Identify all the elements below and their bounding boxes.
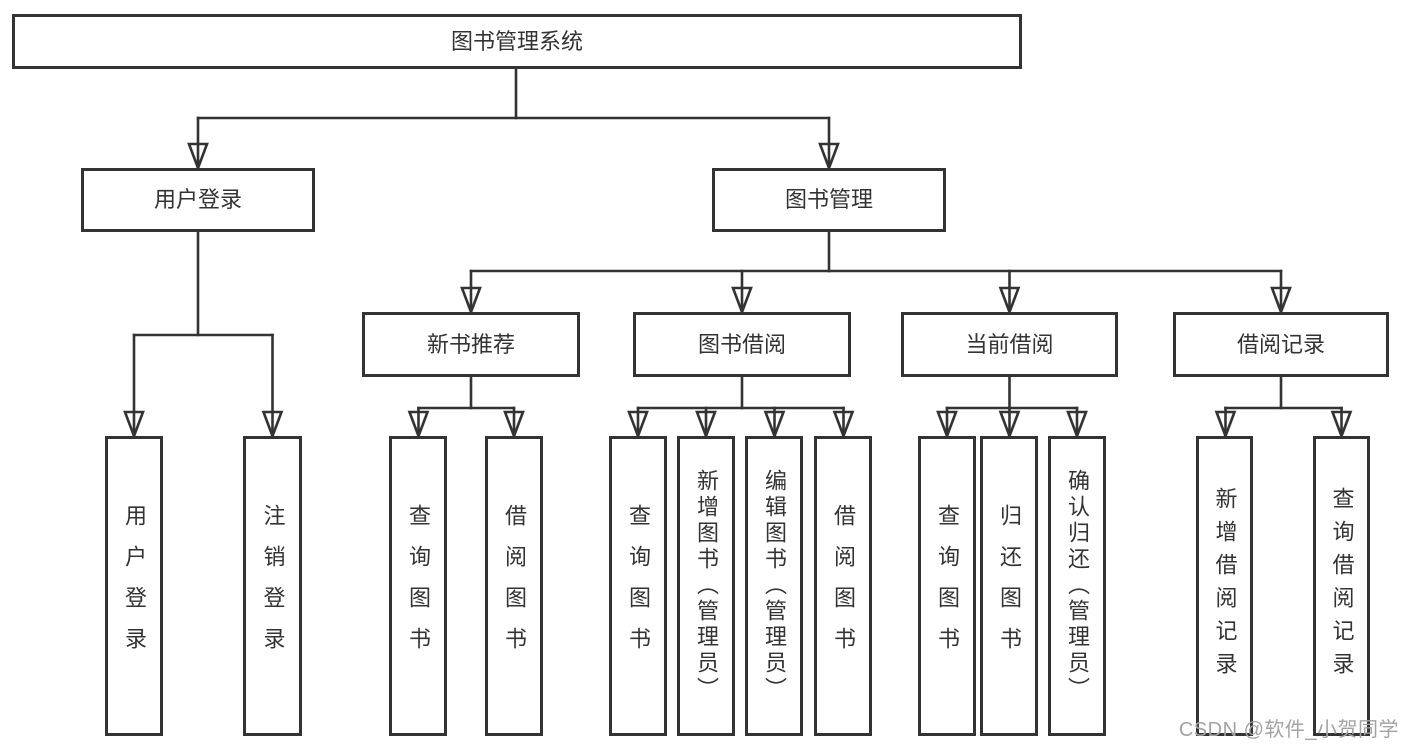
leaf-query-books-borrowing-label: 查询图书 xyxy=(626,504,651,668)
leaf-query-books-recommend: 查询图书 xyxy=(389,436,447,736)
node-borrowing-records: 借阅记录 xyxy=(1173,312,1389,377)
node-root: 图书管理系统 xyxy=(12,14,1022,69)
leaf-edit-book-admin: 编辑图书（管理员） xyxy=(745,436,803,736)
node-book-borrowing: 图书借阅 xyxy=(633,312,851,377)
leaf-borrow-books-borrowing: 借阅图书 xyxy=(814,436,872,736)
connector-user-login-to-leaves xyxy=(123,230,284,440)
connector-current-borrowing-to-leaves xyxy=(936,375,1088,440)
leaf-query-books-recommend-label: 查询图书 xyxy=(406,504,431,668)
leaf-borrow-books-recommend-label: 借阅图书 xyxy=(502,504,527,668)
leaf-user-login-label: 用户登录 xyxy=(122,504,147,668)
node-new-book-recommend: 新书推荐 xyxy=(362,312,580,377)
csdn-watermark: CSDN @软件_小贺同学 xyxy=(1178,719,1399,741)
leaf-borrow-books-recommend: 借阅图书 xyxy=(485,436,543,736)
connector-borrowing-records-to-leaves xyxy=(1214,375,1353,440)
leaf-query-borrow-record-label: 查询借阅记录 xyxy=(1329,487,1355,685)
leaf-user-login: 用户登录 xyxy=(105,436,163,736)
connector-root-to-level2 xyxy=(187,67,840,172)
leaf-return-books-label: 归还图书 xyxy=(997,504,1022,668)
leaf-query-books-borrowing: 查询图书 xyxy=(609,436,667,736)
leaf-logout: 注销登录 xyxy=(243,436,302,736)
leaf-query-borrow-record: 查询借阅记录 xyxy=(1313,436,1370,736)
connector-book-management-to-level3 xyxy=(460,230,1292,316)
node-current-borrowing: 当前借阅 xyxy=(901,312,1118,377)
leaf-borrow-books-borrowing-label: 借阅图书 xyxy=(831,504,856,668)
leaf-query-books-current-label: 查询图书 xyxy=(935,504,960,668)
leaf-logout-label: 注销登录 xyxy=(260,504,286,668)
leaf-query-books-current: 查询图书 xyxy=(918,436,976,736)
leaf-add-book-admin-label: 新增图书（管理员） xyxy=(694,469,719,703)
leaf-add-borrow-record-label: 新增借阅记录 xyxy=(1212,487,1238,685)
connector-book-borrowing-to-leaves xyxy=(627,375,855,440)
leaf-confirm-return-admin: 确认归还（管理员） xyxy=(1048,436,1106,736)
node-book-management: 图书管理 xyxy=(712,168,946,232)
leaf-return-books: 归还图书 xyxy=(980,436,1038,736)
connector-new-book-recommend-to-leaves xyxy=(407,375,525,440)
leaf-confirm-return-admin-label: 确认归还（管理员） xyxy=(1065,469,1090,703)
leaf-add-borrow-record: 新增借阅记录 xyxy=(1196,436,1253,736)
leaf-edit-book-admin-label: 编辑图书（管理员） xyxy=(762,469,787,703)
node-user-login: 用户登录 xyxy=(81,168,315,232)
leaf-add-book-admin: 新增图书（管理员） xyxy=(677,436,735,736)
